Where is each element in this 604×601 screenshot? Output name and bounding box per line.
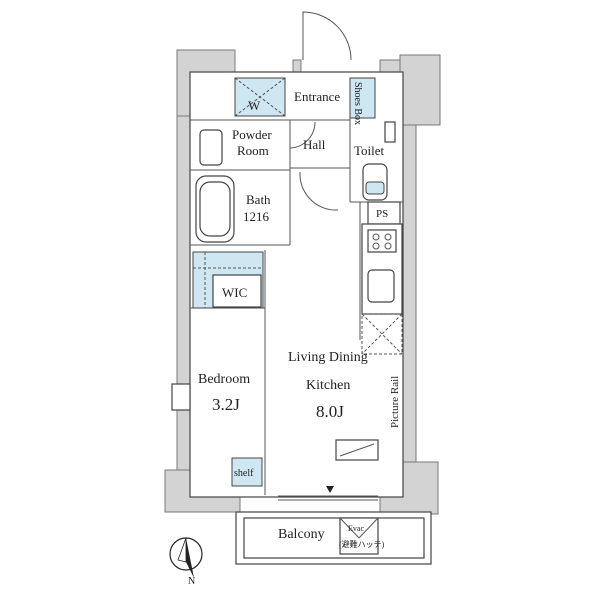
label-evac-1: Evac	[348, 524, 364, 533]
bedroom-window	[171, 383, 191, 411]
label-ldk-2: Kitchen	[306, 378, 350, 393]
label-toilet: Toilet	[354, 143, 385, 158]
bathtub	[195, 175, 235, 243]
label-bedroom: Bedroom	[198, 372, 250, 387]
label-bath-1: Bath	[246, 192, 271, 207]
label-powder-room-1: Powder	[232, 127, 272, 142]
label-bedroom-size: 3.2J	[212, 395, 240, 414]
bath-door	[299, 171, 339, 211]
label-shelf: shelf	[234, 468, 254, 479]
label-evac-2: (避難ハッチ)	[339, 539, 385, 549]
balcony	[235, 511, 432, 565]
label-entrance: Entrance	[294, 89, 340, 104]
label-powder-room-2: Room	[237, 143, 269, 158]
label-hall: Hall	[303, 137, 326, 152]
toilet-fixture	[362, 121, 396, 201]
entry-marker-icon	[326, 486, 334, 493]
label-north: N	[188, 576, 195, 587]
hall-door	[289, 121, 316, 149]
label-shoes-box: Shoes Box	[352, 82, 363, 125]
north-arrow-icon	[169, 537, 203, 578]
label-balcony: Balcony	[278, 527, 325, 542]
label-w: W	[248, 98, 261, 113]
label-wic: WIC	[222, 285, 247, 300]
kitchen-counter	[361, 223, 403, 315]
entrance-door	[302, 11, 352, 61]
label-ldk-1: Living Dining	[288, 350, 368, 365]
label-ldk-size: 8.0J	[316, 402, 344, 421]
shoes-box	[349, 77, 376, 119]
wic	[192, 251, 264, 309]
powder-sink	[199, 129, 223, 166]
label-picture-rail: Picture Rail	[389, 376, 401, 428]
fridge-space	[361, 313, 403, 355]
label-ps: PS	[376, 208, 388, 220]
label-bath-2: 1216	[243, 209, 270, 224]
shelf	[231, 457, 263, 487]
